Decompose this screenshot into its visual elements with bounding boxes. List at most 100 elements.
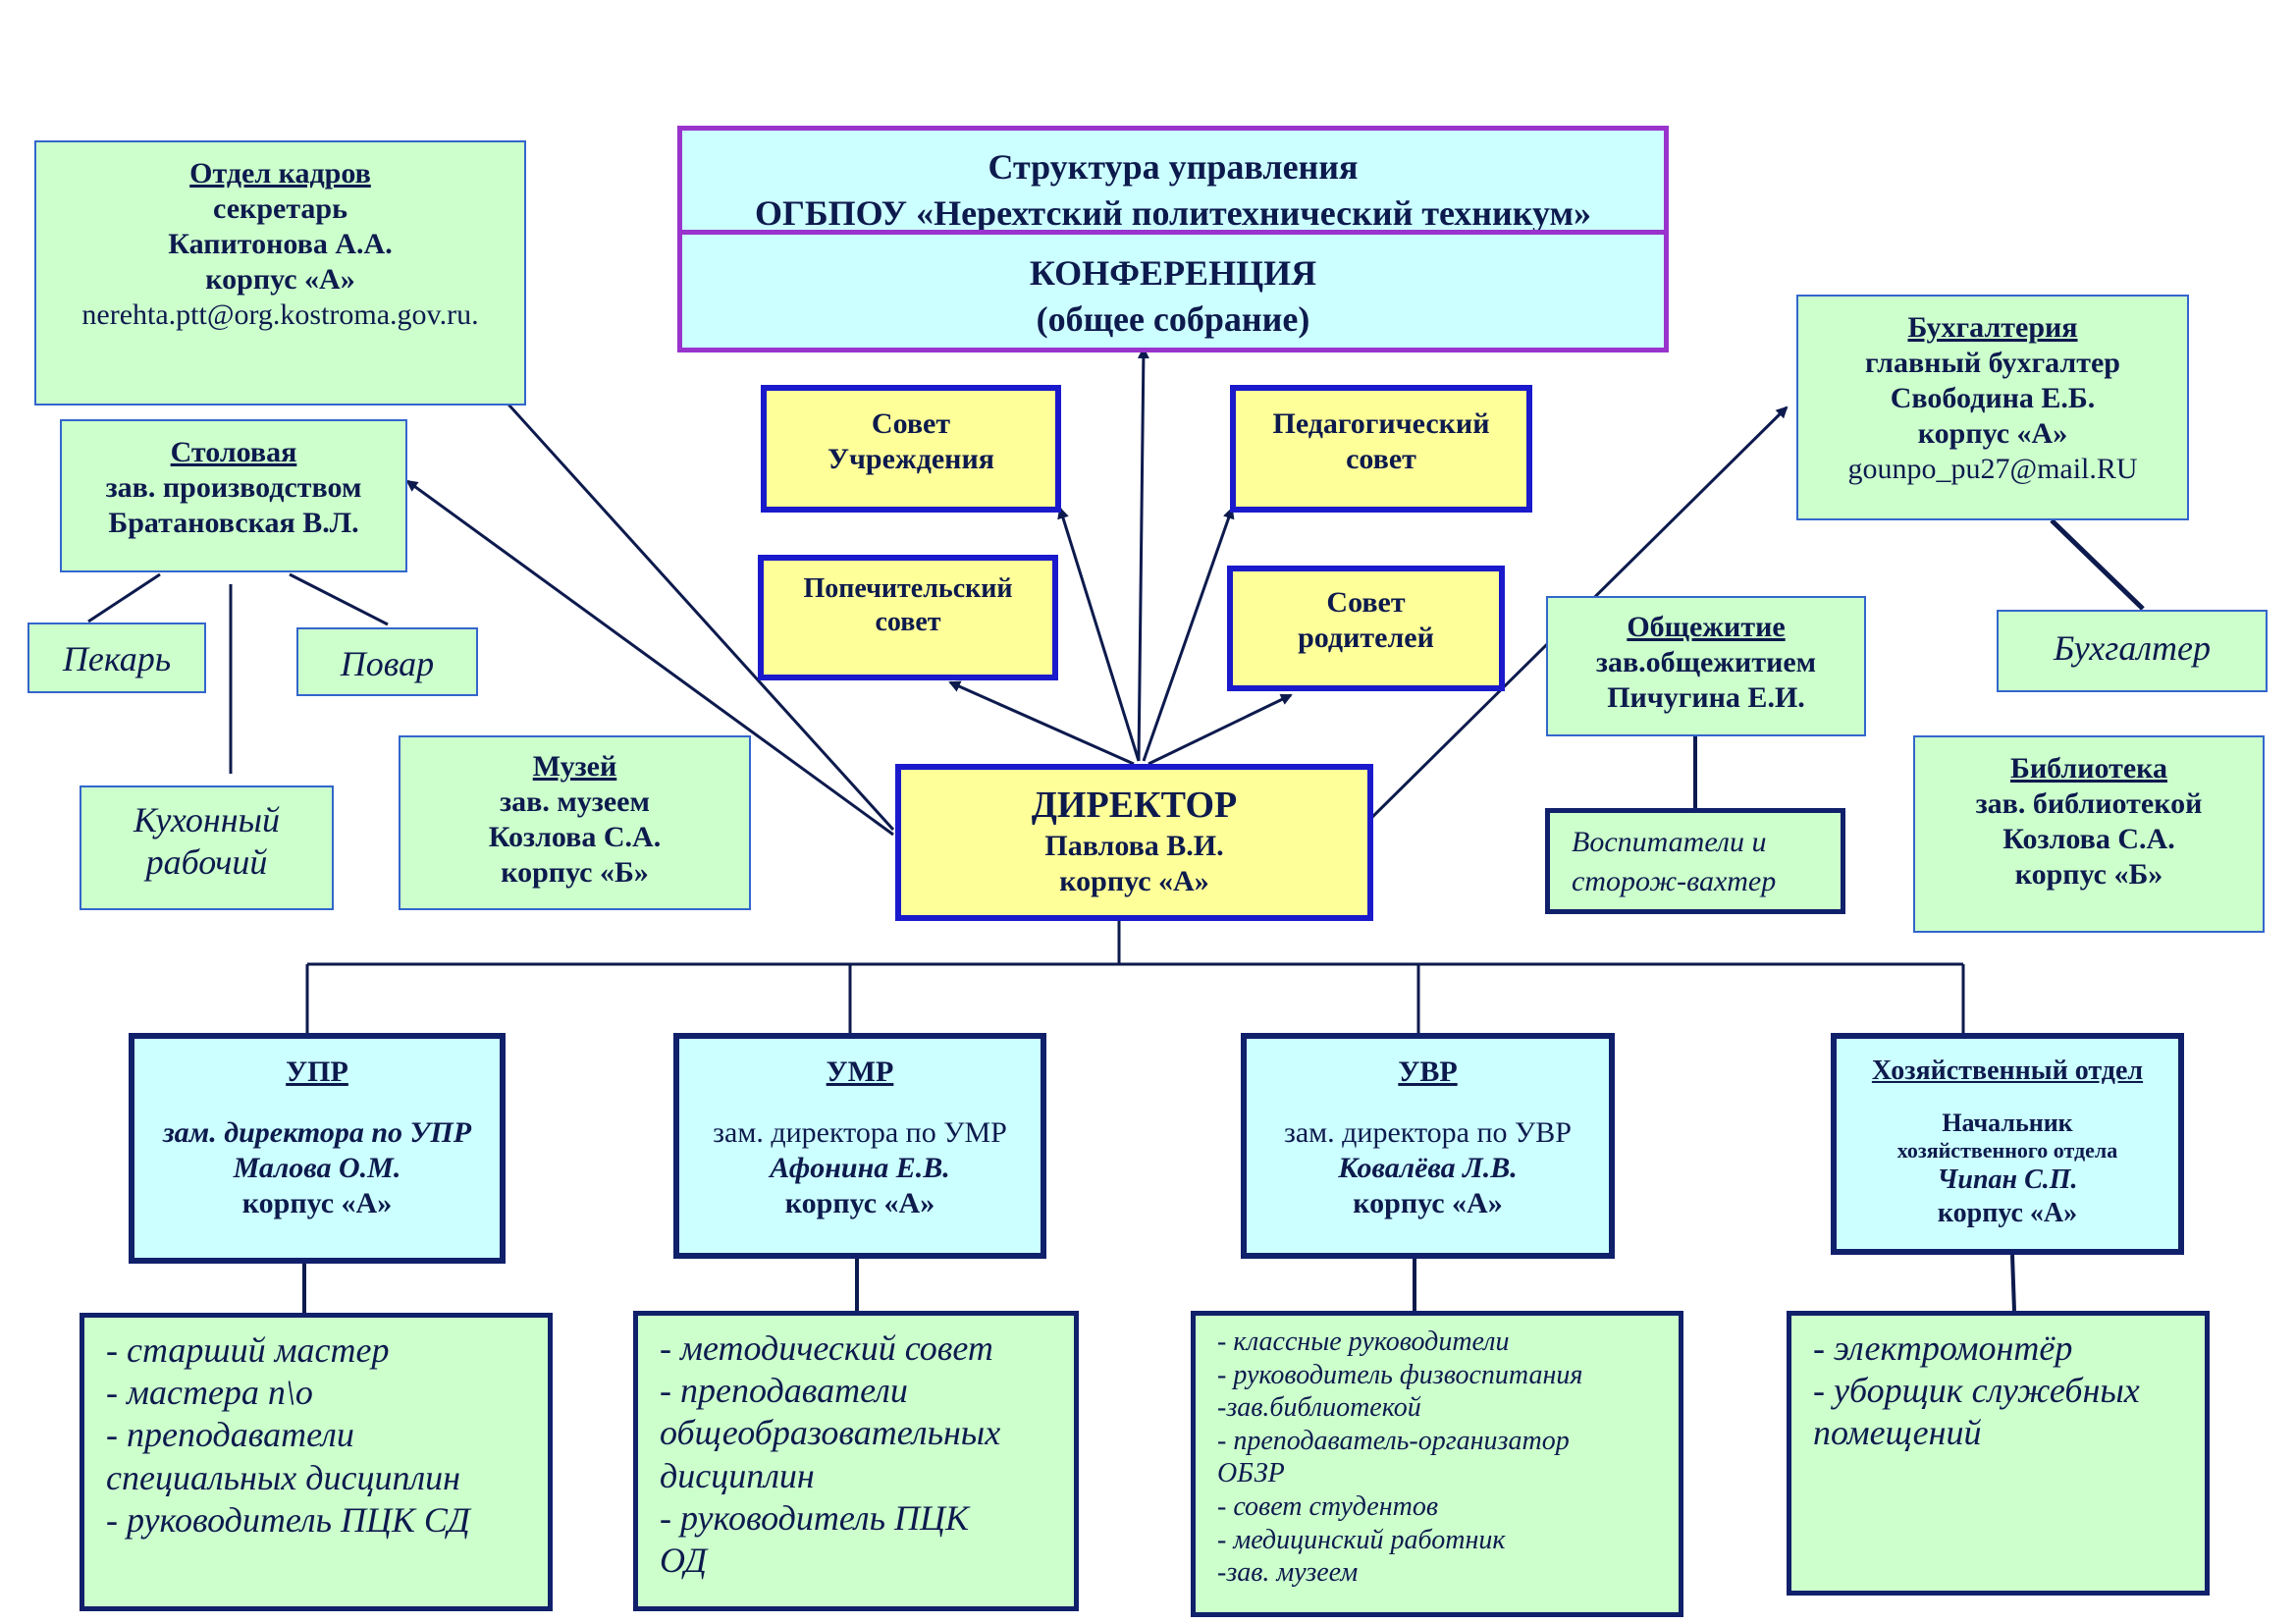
- upr-list-box: - старший мастер - мастера п\о - препода…: [80, 1313, 553, 1611]
- hr-name: Капитонова А.А.: [168, 228, 393, 260]
- director-name: Павлова В.И.: [1044, 829, 1224, 862]
- kitchen-worker-line-1: Кухонный: [133, 800, 281, 839]
- hoz-role-1: Начальник: [1942, 1108, 2073, 1137]
- canteen-role: зав. производством: [105, 471, 362, 504]
- dorm-staff-box: Воспитатели и сторож-вахтер: [1545, 808, 1845, 914]
- museum-box: Музей зав. музеем Козлова С.А. корпус «Б…: [399, 735, 751, 910]
- director-building: корпус «А»: [1059, 864, 1209, 897]
- museum-role: зав. музеем: [500, 785, 650, 818]
- list-item: ОБЗР: [1217, 1458, 1285, 1489]
- umr-box: УМР зам. директора по УМР Афонина Е.В. к…: [673, 1033, 1046, 1259]
- arrow-to-institution-council: [1057, 507, 1141, 762]
- list-item: - руководитель физвоспитания: [1217, 1359, 1583, 1390]
- title-line-1: Структура управления: [988, 147, 1359, 187]
- upr-name: Малова О.М.: [233, 1152, 401, 1184]
- hr-building: корпус «А»: [205, 263, 355, 296]
- institution-council-line-2: Учреждения: [828, 443, 994, 475]
- director-title: ДИРЕКТОР: [1031, 785, 1238, 826]
- accountant-box: Бухгалтер: [1997, 610, 2268, 692]
- line-hoz-list: [2010, 1254, 2016, 1312]
- line-canteen-baker: [87, 572, 161, 623]
- uvr-box: УВР зам. директора по УВР Ковалёва Л.В. …: [1241, 1033, 1615, 1259]
- list-item: - преподаватели: [660, 1371, 908, 1411]
- list-item: специальных дисциплин: [106, 1457, 461, 1497]
- cook-box: Повар: [296, 627, 478, 696]
- cook-label: Повар: [340, 644, 435, 683]
- dorm-staff-line-2: сторож-вахтер: [1572, 865, 1777, 897]
- umr-role: зам. директора по УМР: [713, 1116, 1007, 1149]
- upr-building: корпус «А»: [241, 1187, 393, 1219]
- title-line-2: ОГБПОУ «Нерехтский политехнический техни…: [754, 193, 1592, 234]
- accounting-building: корпус «А»: [1917, 417, 2068, 450]
- hr-box: Отдел кадров секретарь Капитонова А.А. к…: [34, 140, 526, 406]
- list-item: - медицинский работник: [1217, 1524, 1506, 1555]
- arrow-to-pedagogical-council: [1142, 507, 1235, 762]
- accounting-box: Бухгалтерия главный бухгалтер Свободина …: [1796, 295, 2189, 520]
- accounting-role: главный бухгалтер: [1865, 347, 2120, 379]
- uvr-role: зам. директора по УВР: [1284, 1116, 1572, 1149]
- conference-subtitle: (общее собрание): [1036, 299, 1310, 340]
- hoz-title: Хозяйственный отдел: [1871, 1056, 2144, 1086]
- institution-council-line-1: Совет: [871, 407, 951, 440]
- line-canteen-cook: [289, 572, 389, 626]
- trustees-council-line-2: совет: [875, 606, 941, 637]
- dorm-staff-line-1: Воспитатели и: [1572, 826, 1767, 858]
- canteen-title: Столовая: [170, 436, 297, 468]
- upr-title: УПР: [286, 1056, 348, 1088]
- kitchen-worker-line-2: рабочий: [145, 842, 268, 883]
- uvr-name: Ковалёва Л.В.: [1338, 1152, 1518, 1184]
- parents-council-line-2: родителей: [1298, 622, 1434, 654]
- hoz-name: Чипан С.П.: [1937, 1164, 2078, 1196]
- arrow-to-parents-council: [1148, 693, 1293, 766]
- arrow-to-hr: [452, 342, 895, 832]
- pedagogical-council-box: Педагогический совет: [1230, 385, 1532, 513]
- list-item: - совет студентов: [1217, 1490, 1438, 1522]
- uvr-building: корпус «А»: [1353, 1187, 1503, 1219]
- hoz-box: Хозяйственный отдел Начальник хозяйствен…: [1831, 1033, 2184, 1255]
- list-item: - электромонтёр: [1813, 1328, 2073, 1368]
- conference-box: КОНФЕРЕНЦИЯ (общее собрание): [677, 230, 1669, 352]
- accounting-email: gounpo_pu27@mail.RU: [1847, 453, 2138, 485]
- uvr-title: УВР: [1398, 1056, 1458, 1088]
- accounting-name: Свободина Е.Б.: [1890, 382, 2096, 414]
- upr-role: зам. директора по УПР: [162, 1116, 472, 1149]
- parents-council-box: Совет родителей: [1227, 566, 1505, 691]
- line-accounting-accountant: [2050, 518, 2145, 611]
- list-item: -зав. музеем: [1217, 1557, 1359, 1589]
- arrow-to-canteen: [405, 479, 894, 837]
- canteen-box: Столовая зав. производством Братановская…: [60, 419, 407, 572]
- arrow-to-conference: [1137, 347, 1149, 762]
- list-item: - преподаватели: [106, 1415, 354, 1455]
- hr-role: секретарь: [213, 192, 347, 225]
- hr-email: nerehta.ptt@org.kostroma.gov.ru.: [81, 298, 479, 331]
- hr-title: Отдел кадров: [189, 157, 371, 189]
- director-box: ДИРЕКТОР Павлова В.И. корпус «А»: [895, 764, 1373, 921]
- conference-title: КОНФЕРЕНЦИЯ: [1029, 253, 1317, 293]
- baker-box: Пекарь: [27, 623, 206, 693]
- list-item: - старший мастер: [106, 1330, 390, 1370]
- trustees-council-line-1: Попечительский: [803, 573, 1013, 604]
- pedagogical-council-line-1: Педагогический: [1272, 407, 1490, 440]
- accountant-label: Бухгалтер: [2054, 628, 2211, 668]
- dormitory-name: Пичугина Е.И.: [1607, 681, 1805, 714]
- museum-title: Музей: [532, 750, 617, 783]
- parents-council-line-1: Совет: [1326, 586, 1406, 619]
- library-role: зав. библиотекой: [1975, 787, 2203, 820]
- upr-box: УПР зам. директора по УПР Малова О.М. ко…: [129, 1033, 506, 1264]
- umr-building: корпус «А»: [784, 1187, 935, 1219]
- accounting-title: Бухгалтерия: [1907, 311, 2078, 344]
- dormitory-role: зав.общежитием: [1595, 646, 1817, 678]
- umr-title: УМР: [826, 1056, 894, 1088]
- pedagogical-council-line-2: совет: [1346, 443, 1416, 475]
- title-box: Структура управления ОГБПОУ «Нерехтский …: [677, 126, 1669, 236]
- kitchen-worker-box: Кухонный рабочий: [80, 785, 334, 910]
- list-item: дисциплин: [660, 1455, 815, 1495]
- trustees-council-box: Попечительский совет: [758, 555, 1058, 680]
- list-item: - руководитель ПЦК СД: [106, 1499, 470, 1540]
- list-item: - руководитель ПЦК: [660, 1497, 969, 1538]
- institution-council-box: Совет Учреждения: [761, 385, 1061, 513]
- list-item: -зав.библиотекой: [1217, 1392, 1421, 1424]
- list-item: - классные руководители: [1217, 1326, 1510, 1357]
- list-item: - методический совет: [660, 1328, 993, 1368]
